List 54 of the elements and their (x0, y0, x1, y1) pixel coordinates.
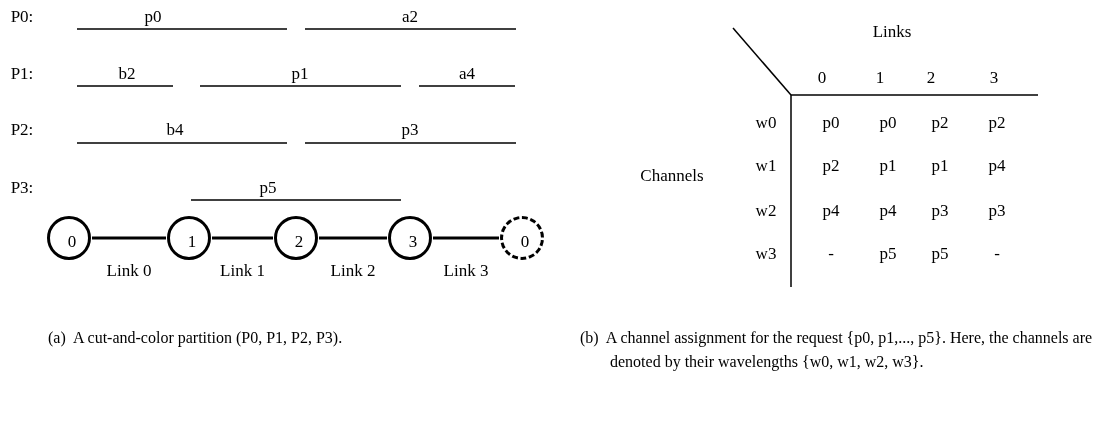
node-circle (47, 216, 91, 260)
label: p1 (931, 156, 949, 176)
link-line (319, 236, 387, 240)
caption: (a) A cut-and-color partition (P0, P1, P2, P3). (48, 328, 344, 349)
label: 1 (875, 68, 885, 88)
label: b2 (118, 64, 136, 84)
label: p0 (822, 113, 840, 133)
label: w1 (755, 156, 777, 176)
link-line (433, 236, 499, 240)
label: w3 (755, 244, 777, 264)
label: b4 (166, 120, 184, 140)
label: w0 (755, 113, 777, 133)
label: p4 (988, 156, 1006, 176)
label: 0 (817, 68, 827, 88)
label: p1 (291, 64, 309, 84)
node-label: 1 (187, 232, 197, 252)
label: p2 (931, 113, 949, 133)
label: a4 (459, 64, 475, 84)
node-label: 2 (294, 232, 304, 252)
label: p3 (401, 120, 419, 140)
label: p1 (879, 156, 897, 176)
caption: (b) A channel assignment for the request {p0, p1,..., p5}. Here, the channels are denoted by their wavelengths {w0, w1, w2, w3}. (580, 328, 1094, 373)
label: P1: (10, 64, 34, 84)
label: p0 (144, 7, 162, 27)
label: p5 (931, 244, 949, 264)
label: a2 (402, 7, 418, 27)
link-line (92, 236, 166, 240)
label: w2 (755, 201, 777, 221)
node-circle (500, 216, 544, 260)
label: p5 (259, 178, 277, 198)
label: P3: (10, 178, 34, 198)
label: p5 (879, 244, 897, 264)
link-line (212, 236, 273, 240)
label: p3 (988, 201, 1006, 221)
node-label: 0 (67, 232, 77, 252)
label: p0 (879, 113, 897, 133)
label: 2 (926, 68, 936, 88)
label: Channels (640, 166, 704, 186)
node-circle (274, 216, 318, 260)
label: - (994, 244, 1000, 264)
label: P2: (10, 120, 34, 140)
label: p3 (931, 201, 949, 221)
label: 3 (989, 68, 999, 88)
label: p4 (822, 201, 840, 221)
node-circle (388, 216, 432, 260)
label: - (828, 244, 834, 264)
node-label: 0 (520, 232, 530, 252)
label: p2 (822, 156, 840, 176)
label: p2 (988, 113, 1006, 133)
label: Links (872, 22, 912, 42)
node-circle (167, 216, 211, 260)
label: P0: (10, 7, 34, 27)
label: p4 (879, 201, 897, 221)
node-label: 3 (408, 232, 418, 252)
